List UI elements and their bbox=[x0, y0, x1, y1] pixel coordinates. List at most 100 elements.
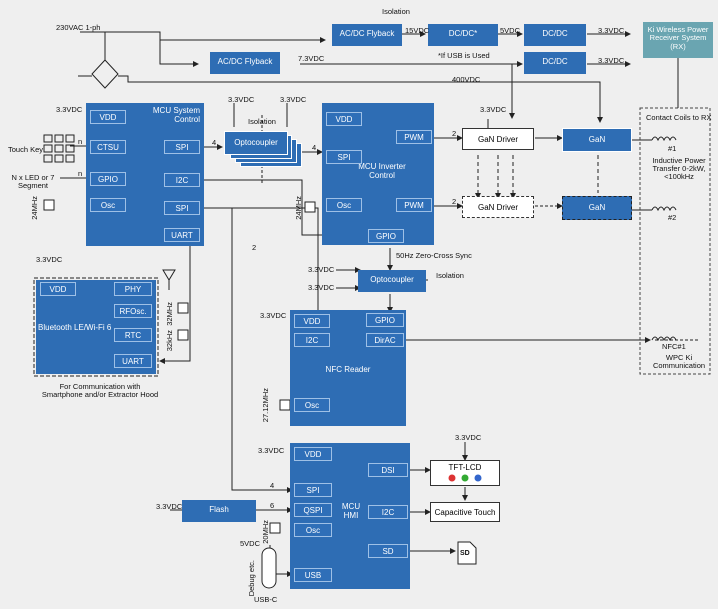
ipt-label: Inductive Power Transfer 0-2kW, <100kHz bbox=[652, 156, 706, 181]
ble-supply: 3.3VDC bbox=[36, 255, 63, 264]
v15-label: 15VDC bbox=[405, 26, 430, 35]
gan-supply: 3.3VDC bbox=[480, 105, 507, 114]
coils-title: Contact Coils to RX bbox=[646, 113, 712, 122]
led-label: N x LED or 7 Segment bbox=[11, 173, 55, 190]
ble-xtal1: 32MHz bbox=[165, 302, 174, 326]
ble-vdd: VDD bbox=[40, 282, 76, 296]
mcu-sys-osc: Osc bbox=[90, 198, 126, 212]
bus-four2: 4 bbox=[312, 143, 317, 152]
acdc-flyback-2-label: AC/DC Flyback bbox=[217, 57, 273, 66]
mcu-hmi-vdd: VDD bbox=[294, 447, 332, 461]
tft-supply: 3.3VDC bbox=[455, 433, 482, 442]
mcu-inv-osc: Osc bbox=[326, 198, 362, 212]
bus-four1: 4 bbox=[212, 138, 217, 147]
nfc-xtal: 27.12MHz bbox=[261, 388, 270, 423]
mcu-sys-ctsu: CTSU bbox=[90, 140, 126, 154]
mcu-hmi-spi: SPI bbox=[294, 483, 332, 497]
flash-supply: 3.3VDC bbox=[156, 502, 183, 511]
flash-block: Flash bbox=[182, 500, 256, 522]
touch-key-label: Touch Key bbox=[8, 145, 44, 154]
isolation-top-label: Isolation bbox=[382, 7, 410, 16]
receiver-box: Ki Wireless Power Receiver System (RX) bbox=[643, 22, 713, 58]
nfc-vdd: VDD bbox=[294, 314, 330, 328]
ble-rfosc: RFOsc. bbox=[114, 304, 152, 318]
usb-note: *If USB is Used bbox=[438, 51, 490, 60]
nfc-coil-label: NFC#1 bbox=[662, 342, 686, 351]
bus-four3: 4 bbox=[270, 481, 275, 490]
v400-label: 400VDC bbox=[452, 75, 481, 84]
nfc-title: NFC Reader bbox=[325, 365, 371, 374]
v5-label: 5VDC bbox=[500, 26, 521, 35]
mcu-sys-supply: 3.3VDC bbox=[56, 105, 83, 114]
bus-n1: n bbox=[78, 137, 83, 146]
mcu-inv-spi: SPI bbox=[326, 150, 362, 164]
mcu-sys-xtal: 24MHz bbox=[30, 196, 39, 220]
mcu-sys-title: MCU System Control bbox=[152, 106, 200, 124]
nfc-supply: 3.3VDC bbox=[260, 311, 287, 320]
debug-label: Debug etc. bbox=[247, 560, 256, 597]
zero-cross-label: 50Hz Zero-Cross Sync bbox=[396, 251, 472, 260]
nfc-osc: Osc bbox=[294, 398, 330, 412]
optocoupler-mid: Optocoupler bbox=[358, 270, 426, 292]
mcu-hmi-usb: USB bbox=[294, 568, 332, 582]
nfc-dirac: DirAC bbox=[366, 333, 404, 347]
capacitive-touch: Capacitive Touch bbox=[430, 502, 500, 522]
tft-label: TFT-LCD bbox=[448, 463, 482, 472]
bus-two3: 2 bbox=[252, 243, 257, 252]
mcu-inv-vdd: VDD bbox=[326, 112, 362, 126]
bus-two2: 2 bbox=[452, 197, 457, 206]
ble-note: For Communication with Smartphone and/or… bbox=[41, 382, 159, 399]
bus-two1: 2 bbox=[452, 129, 457, 138]
opto-mid-isolation: Isolation bbox=[436, 271, 464, 280]
acdc-flyback-1: AC/DC Flyback bbox=[332, 24, 402, 46]
opto-top-v2: 3.3VDC bbox=[280, 95, 307, 104]
dcdc-1: DC/DC bbox=[524, 24, 586, 46]
v33-2-label: 3.3VDC bbox=[598, 56, 625, 65]
flash-label: Flash bbox=[209, 505, 229, 514]
bus-n2: n bbox=[78, 169, 83, 178]
mcu-hmi-v5: 5VDC bbox=[240, 539, 261, 548]
v73-label: 7.3VDC bbox=[298, 54, 325, 63]
dcdc-star: DC/DC* bbox=[428, 24, 498, 46]
mcu-sys-spi2: SPI bbox=[164, 201, 200, 215]
dcdc-1-label: DC/DC bbox=[542, 29, 568, 38]
acdc-flyback-1-label: AC/DC Flyback bbox=[339, 29, 395, 38]
mcu-hmi-supply: 3.3VDC bbox=[258, 446, 285, 455]
nfc-gpio: GPIO bbox=[366, 313, 404, 327]
dcdc-2: DC/DC bbox=[524, 52, 586, 74]
mcu-hmi-xtal: 20MHz bbox=[261, 520, 270, 544]
bus-six: 6 bbox=[270, 501, 275, 510]
v33-1-label: 3.3VDC bbox=[598, 26, 625, 35]
dcdc-star-label: DC/DC* bbox=[448, 29, 478, 38]
ble-phy: PHY bbox=[114, 282, 152, 296]
coil-1-label: #1 bbox=[668, 144, 677, 153]
opto-top-v1: 3.3VDC bbox=[228, 95, 255, 104]
gan-2: GaN bbox=[562, 196, 632, 220]
mcu-sys-spi1: SPI bbox=[164, 140, 200, 154]
mcu-sys-vdd: VDD bbox=[90, 110, 126, 124]
gan-driver-2: GaN Driver bbox=[462, 196, 534, 218]
mcu-hmi-i2c: I2C bbox=[368, 505, 408, 519]
opto-mid-v1: 3.3VDC bbox=[308, 265, 335, 274]
optocoupler-top: Optocoupler bbox=[224, 131, 288, 155]
coil-2-label: #2 bbox=[668, 213, 677, 222]
acdc-flyback-2: AC/DC Flyback bbox=[210, 52, 280, 74]
ble-title: Bluetooth LE/Wi-Fi 6 bbox=[38, 323, 112, 332]
gan-driver-1: GaN Driver bbox=[462, 128, 534, 150]
optocoupler-mid-label: Optocoupler bbox=[370, 275, 414, 284]
mcu-sys-i2c: I2C bbox=[164, 173, 200, 187]
mcu-hmi-qspi: QSPI bbox=[294, 503, 332, 517]
tft-lcd: TFT-LCD bbox=[430, 460, 500, 486]
receiver-label: Ki Wireless Power Receiver System (RX) bbox=[647, 25, 709, 51]
mcu-sys-gpio: GPIO bbox=[90, 172, 126, 186]
optocoupler-top-label: Optocoupler bbox=[234, 138, 278, 147]
gan-1-label: GaN bbox=[588, 135, 606, 144]
mcu-hmi-osc: Osc bbox=[294, 523, 332, 537]
ble-uart: UART bbox=[114, 354, 152, 368]
mcu-hmi-dsi: DSI bbox=[368, 463, 408, 477]
mcu-sys-uart: UART bbox=[164, 228, 200, 242]
gan-1: GaN bbox=[562, 128, 632, 152]
ble-xtal2: 32kHz bbox=[165, 330, 174, 352]
